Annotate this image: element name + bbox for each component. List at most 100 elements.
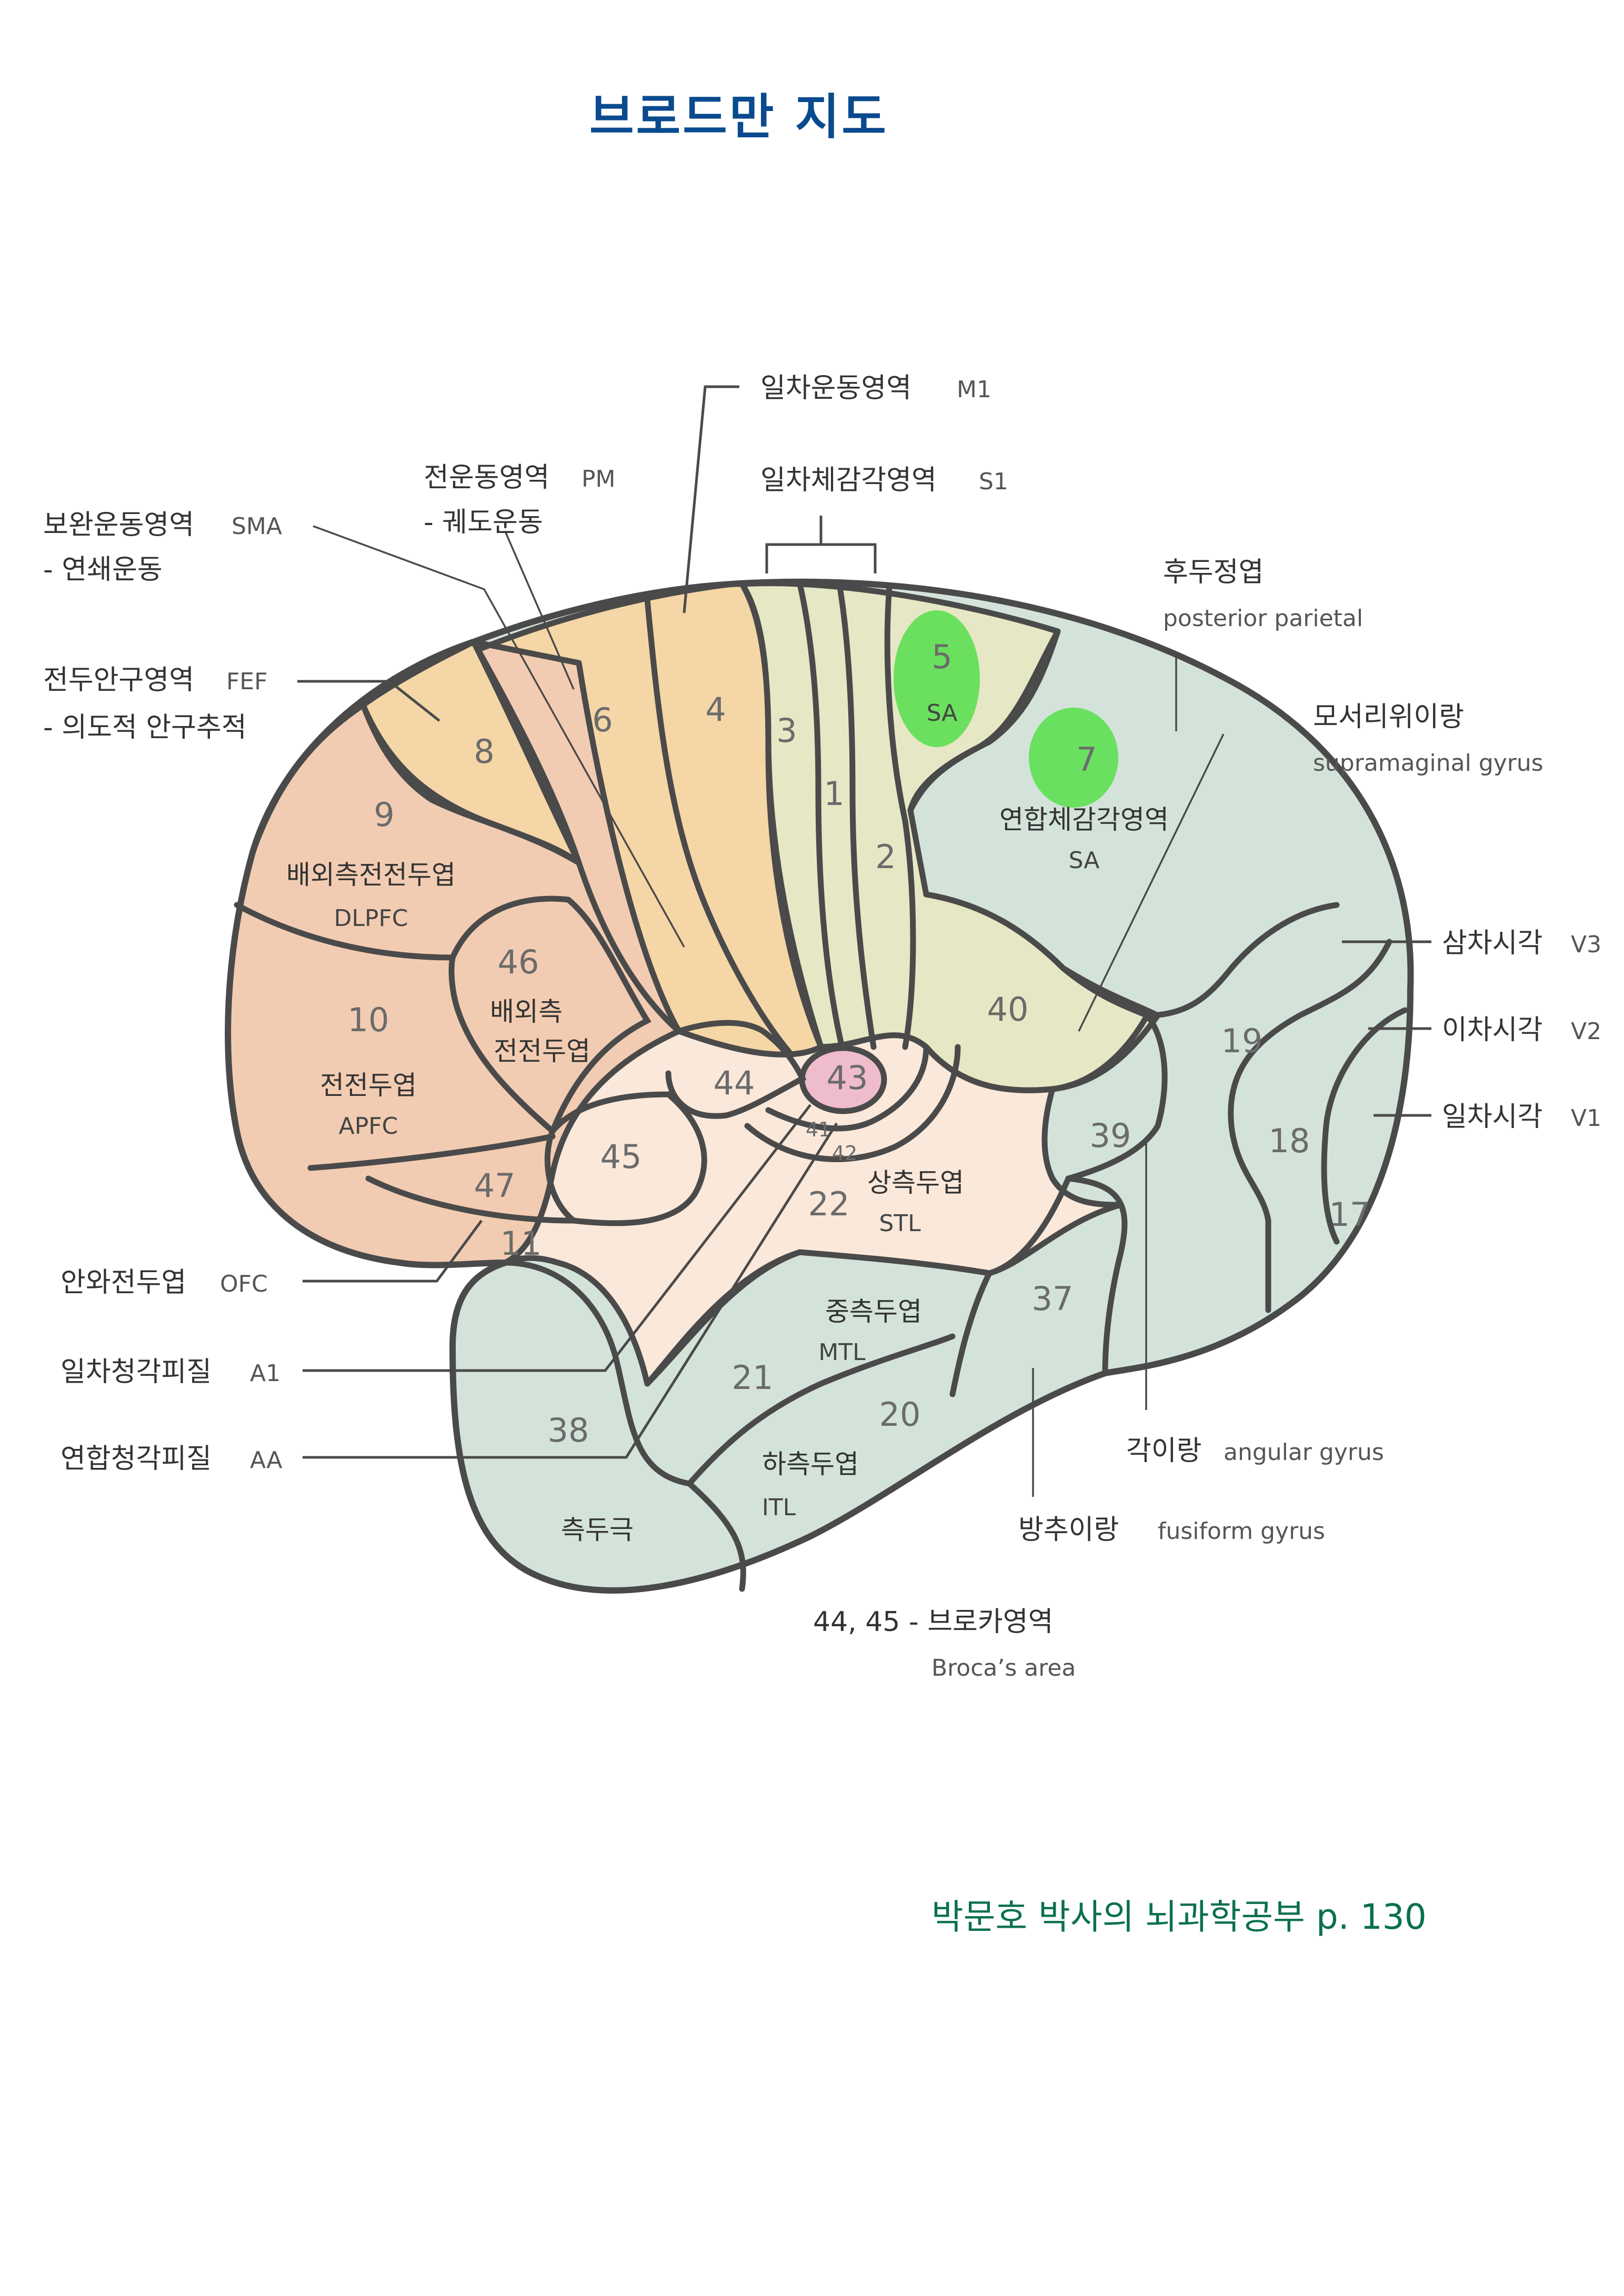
boundary-44 (665, 1020, 807, 1119)
highlight-area7 (1029, 708, 1118, 808)
highlight-area5 (894, 610, 980, 747)
boundary-19-18 (1228, 939, 1392, 1313)
leader-s1-bracket (765, 516, 877, 573)
label-mtl-ko: 중측두엽 (825, 1296, 922, 1327)
label-association-somatosensory-ko: 연합체감각영역 (999, 804, 1169, 835)
leader-pm (504, 531, 575, 690)
area-5: 5 (931, 638, 952, 676)
leader-m1 (683, 385, 739, 613)
leader-ofc (303, 1220, 483, 1283)
label-stl-ko: 상측두엽 (867, 1167, 964, 1198)
area-43: 43 (827, 1059, 868, 1097)
area-4: 4 (705, 690, 726, 729)
callout-ofc-ko: 안와전두엽 (61, 1267, 186, 1298)
boundary-8-9 (360, 702, 582, 866)
boundary-18-17 (1321, 1007, 1408, 1245)
callout-s1-en: S1 (979, 468, 1008, 495)
leader-sma (313, 525, 685, 948)
callout-aa-en: AA (250, 1447, 282, 1474)
area-46: 46 (498, 943, 539, 981)
leader-aa (303, 1122, 838, 1459)
label-association-somatosensory-en: SA (1069, 847, 1100, 874)
callout-posterior-parietal-ko: 후두정엽 (1163, 557, 1264, 588)
boundary-45 (544, 1091, 707, 1226)
area-2: 2 (875, 838, 896, 876)
callout-a1-ko: 일차청각피질 (61, 1356, 212, 1388)
callout-v1-ko: 일차시각 (1442, 1101, 1542, 1133)
callout-pm-note: - 궤도운동 (424, 507, 543, 538)
area-40: 40 (987, 990, 1029, 1029)
leader-fef (297, 680, 440, 722)
callout-v3-en: V3 (1571, 931, 1601, 958)
area-10: 10 (348, 1001, 389, 1039)
callout-ofc-en: OFC (220, 1271, 268, 1297)
boundary-6-4 (644, 597, 793, 1055)
area-22: 22 (808, 1185, 850, 1223)
callout-m1-ko: 일차운동영역 (760, 372, 911, 404)
boundary-21-20 (686, 1333, 956, 1487)
callout-fef-note: - 의도적 안구추적 (43, 712, 247, 743)
boundary-stl-mtl (644, 1175, 1071, 1387)
boundary-39 (1065, 1012, 1168, 1182)
label-lpfc-ko-2: 전전두엽 (494, 1036, 590, 1066)
callout-sma-ko: 보완운동영역 (43, 509, 194, 541)
boundary-9-10 (234, 902, 456, 961)
callout-broca-ko: 44, 45 - 브로카영역 (813, 1606, 1053, 1638)
area-6: 6 (592, 701, 613, 739)
callout-angular-en: angular gyrus (1224, 1439, 1384, 1466)
boundary-42 (744, 1044, 961, 1162)
boundary-1-2 (836, 581, 877, 1050)
callout-fef-en: FEF (226, 668, 267, 695)
source-credit: 박문호 박사의 뇌과학공부 p. 130 (931, 1897, 1427, 1937)
boundary-7-19 (1144, 902, 1340, 1019)
callout-pm-ko: 전운동영역 (424, 462, 549, 494)
callout-v2-en: V2 (1571, 1018, 1601, 1045)
callout-sma-note: - 연쇄운동 (43, 554, 163, 586)
callout-fef-ko: 전두안구영역 (43, 664, 194, 696)
boundary-37 (1065, 1175, 1128, 1376)
boundary-mtl-37 (949, 1270, 993, 1397)
area-20: 20 (879, 1395, 921, 1434)
callout-pm-en: PM (582, 466, 616, 492)
callout-supramarginal-en: supramaginal gyrus (1313, 750, 1543, 777)
area-7: 7 (1076, 740, 1097, 779)
area-17: 17 (1329, 1195, 1371, 1234)
callout-angular-ko: 각이랑 (1126, 1435, 1202, 1467)
label-stl-en: STL (879, 1210, 921, 1237)
region-somatosensory (739, 580, 1161, 1093)
boundary-47-11 (365, 1175, 577, 1224)
brain-outline-stroke (225, 578, 1414, 1594)
area-21: 21 (732, 1358, 774, 1397)
boundary-10-47 (307, 1133, 556, 1171)
area-19: 19 (1221, 1022, 1263, 1060)
callout-a1-en: A1 (250, 1360, 280, 1387)
area-1: 1 (824, 774, 844, 813)
callout-aa-ko: 연합청각피질 (61, 1443, 212, 1475)
area-11: 11 (500, 1224, 542, 1263)
boundary-38 (502, 1260, 746, 1592)
callout-m1-en: M1 (957, 376, 991, 403)
area-9: 9 (374, 795, 394, 834)
area-45: 45 (600, 1137, 642, 1176)
area-42: 42 (832, 1142, 857, 1165)
callout-broca-en: Broca’s area (931, 1655, 1076, 1681)
label-apfc-en: APFC (339, 1113, 398, 1140)
callout-v3-ko: 삼차시각 (1442, 928, 1542, 959)
callout-posterior-parietal-en: posterior parietal (1163, 605, 1363, 632)
label-dlpfc-en: DLPFC (334, 905, 408, 932)
callout-v1-en: V1 (1571, 1105, 1601, 1132)
boundary-6-prefrontal (576, 860, 682, 1034)
leader-supramarginal (1078, 733, 1225, 1032)
callout-v2-ko: 이차시각 (1442, 1014, 1542, 1046)
boundary-4-3 (739, 581, 824, 1050)
leader-a1 (303, 1104, 811, 1372)
boundary-3-1 (797, 581, 845, 1050)
callout-sma-en: SMA (232, 513, 282, 540)
area-8: 8 (474, 732, 494, 771)
label-temporal-pole: 측두극 (561, 1515, 634, 1545)
callout-s1-ko: 일차체감각영역 (760, 465, 937, 496)
label-itl-ko: 하측두엽 (762, 1449, 859, 1479)
area-18: 18 (1269, 1122, 1310, 1160)
label-lpfc-ko-1: 배외측 (490, 996, 563, 1027)
